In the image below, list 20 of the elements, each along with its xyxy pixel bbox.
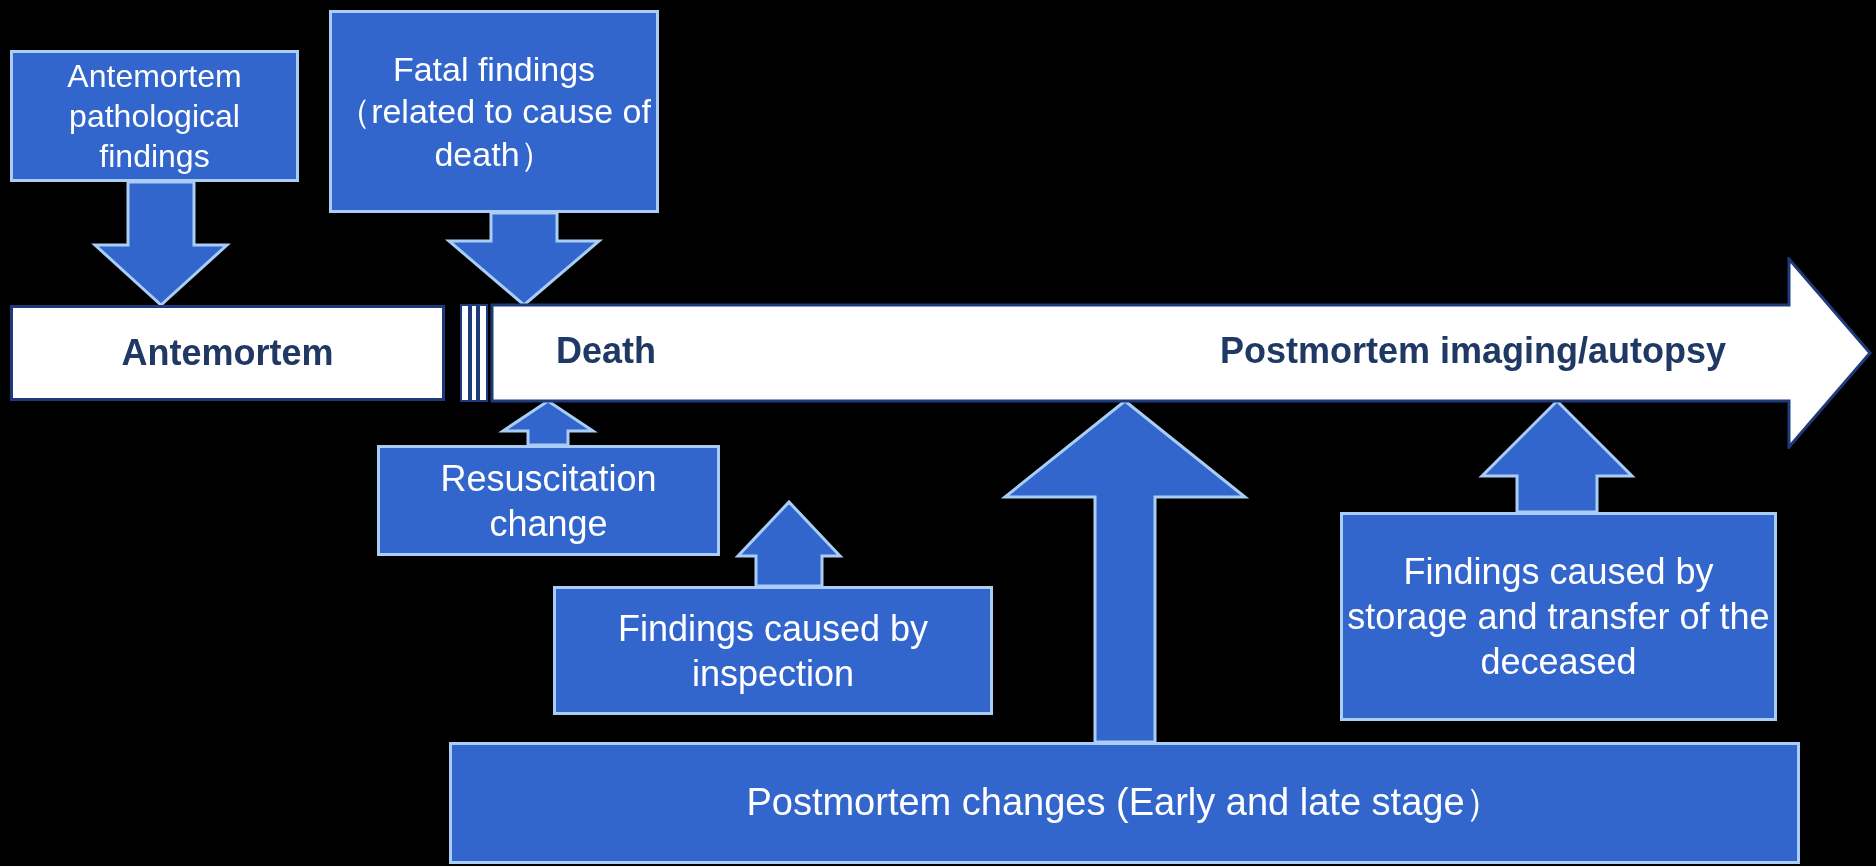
- phase-label: Postmortem imaging/autopsy: [1220, 330, 1727, 372]
- callout-box: [10, 50, 299, 182]
- timeline-bar: [10, 305, 445, 401]
- callout-box: [329, 10, 659, 213]
- callout-box: [377, 445, 720, 556]
- phase-label: Death: [556, 330, 657, 372]
- callout-text: Findings caused by inspection: [616, 606, 930, 696]
- callout-box: [449, 742, 1800, 864]
- callout-text: Antemortem pathological findings: [66, 57, 243, 176]
- timeline-arrow: [490, 257, 1872, 449]
- callout-text: Findings caused by storage and transfer of the deceased: [1346, 550, 1771, 684]
- callout-box: [553, 586, 993, 715]
- callout-text: Fatal findings （related to cause of death）: [336, 48, 652, 175]
- block-arrow: [444, 211, 604, 307]
- callout-text: Postmortem changes (Early and late stage）: [746, 780, 1503, 826]
- block-arrow: [91, 180, 231, 308]
- callout-box: [1340, 512, 1777, 721]
- callout-text: Resuscitation change: [439, 456, 658, 546]
- block-arrow: [734, 499, 844, 588]
- phase-label: Antemortem: [121, 332, 334, 374]
